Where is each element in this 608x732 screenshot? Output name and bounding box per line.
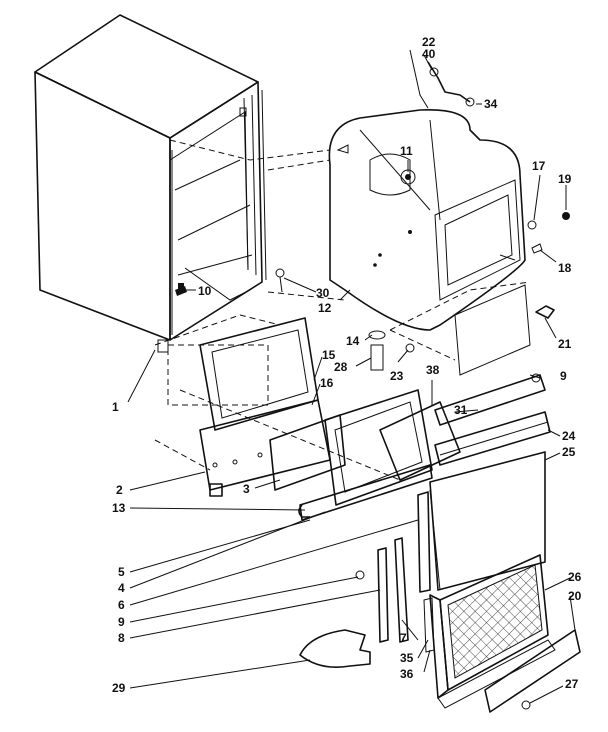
callout-20: 20 <box>568 589 582 603</box>
callout-18: 18 <box>558 261 572 275</box>
callout-40: 40 <box>422 47 436 61</box>
callout-15: 15 <box>322 348 336 362</box>
callout-25: 25 <box>562 445 576 459</box>
callout-23: 23 <box>390 369 404 383</box>
fasteners-right <box>527 212 570 319</box>
callout-12: 12 <box>318 301 332 315</box>
callout-7: 7 <box>400 631 407 645</box>
assembly-guidelines <box>154 139 531 481</box>
hardware-bits <box>175 268 541 710</box>
callout-22: 22 <box>422 35 436 49</box>
front-panel <box>429 451 546 591</box>
filter-grille <box>429 554 556 709</box>
callout-36: 36 <box>400 667 414 681</box>
callout-9-bottom: 9 <box>118 615 125 629</box>
callout-24: 24 <box>562 429 576 443</box>
callout-3: 3 <box>243 482 250 496</box>
callout-16: 16 <box>320 376 334 390</box>
upper-housing <box>328 109 526 331</box>
callout-6: 6 <box>118 598 125 612</box>
grille-assembly <box>379 374 551 481</box>
callout-30: 30 <box>316 286 330 300</box>
cabinet-shell <box>34 14 267 353</box>
callout-14: 14 <box>346 334 360 348</box>
callout-labels: 22 40 34 11 17 19 18 21 10 30 12 14 15 1… <box>112 35 582 695</box>
callout-19: 19 <box>558 172 572 186</box>
kick-panel <box>484 629 581 713</box>
mounting-clip <box>299 629 371 668</box>
wiring-harness <box>409 49 475 109</box>
callout-13: 13 <box>112 501 126 515</box>
callout-34: 34 <box>484 97 498 111</box>
baffle <box>269 414 346 491</box>
callout-2: 2 <box>116 483 123 497</box>
side-panel <box>454 284 531 376</box>
callout-38: 38 <box>426 363 440 377</box>
callout-31: 31 <box>454 403 468 417</box>
callout-8: 8 <box>118 631 125 645</box>
inner-frame <box>298 389 433 521</box>
callout-28: 28 <box>334 360 348 374</box>
callout-10: 10 <box>198 284 212 298</box>
callout-26: 26 <box>568 570 582 584</box>
callout-1: 1 <box>112 400 119 414</box>
leader-lines <box>127 54 576 704</box>
callout-27: 27 <box>565 677 579 691</box>
side-rails <box>377 491 435 653</box>
callout-21: 21 <box>558 337 572 351</box>
callout-5: 5 <box>118 565 125 579</box>
callout-29: 29 <box>112 681 126 695</box>
callout-11: 11 <box>400 144 413 158</box>
callout-35: 35 <box>400 651 414 665</box>
callout-17: 17 <box>532 159 546 173</box>
callout-4: 4 <box>118 581 125 595</box>
callout-9-top: 9 <box>560 369 567 383</box>
